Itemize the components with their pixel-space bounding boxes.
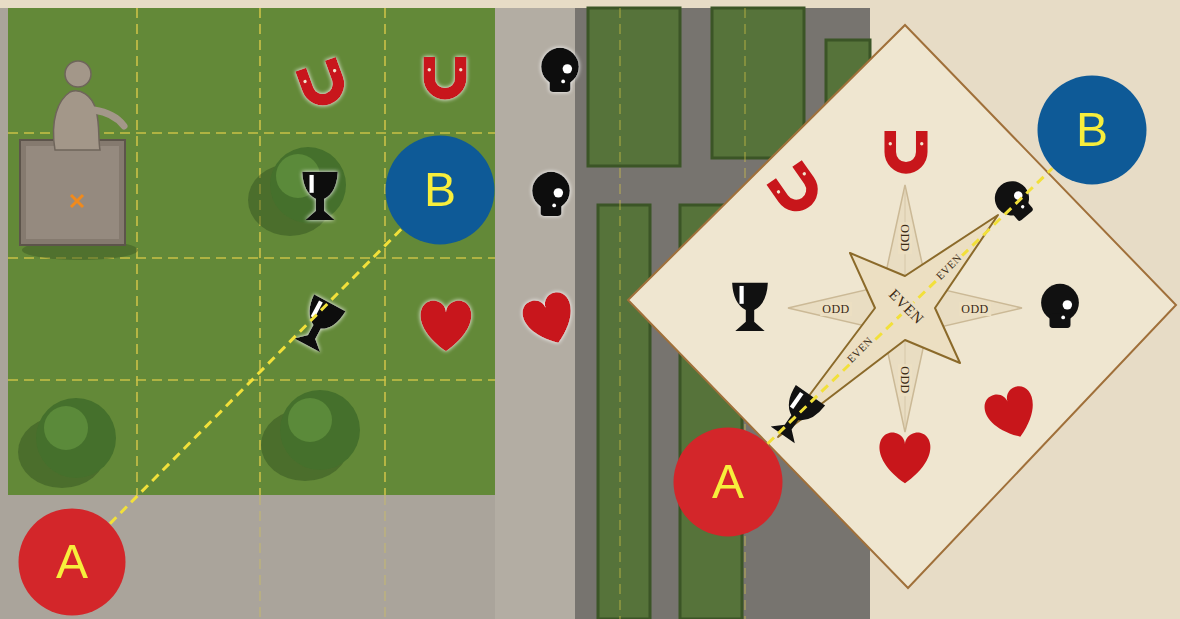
grid-line xyxy=(384,495,386,619)
cross-mark xyxy=(71,195,83,207)
sight-line xyxy=(768,168,1053,444)
star-label: ODD xyxy=(898,364,912,396)
map-symbols xyxy=(291,48,581,354)
sight-line xyxy=(110,229,401,524)
hedge xyxy=(598,205,650,619)
heart-symbol xyxy=(421,301,472,352)
heart-symbol xyxy=(880,433,931,484)
board-diamond xyxy=(628,25,1176,588)
grid-line xyxy=(619,8,621,619)
grid-line xyxy=(259,8,261,495)
star-label: ODD xyxy=(959,302,991,316)
pedestal-top xyxy=(26,146,119,239)
lawn-shade xyxy=(8,8,495,495)
bush xyxy=(280,390,360,470)
board-symbols xyxy=(732,131,1079,483)
goblet-symbol xyxy=(302,172,338,220)
heart-symbol xyxy=(981,383,1043,445)
marker-disc xyxy=(386,136,495,245)
marker-disc xyxy=(19,509,126,616)
bushes xyxy=(18,147,360,488)
statue-head xyxy=(65,61,91,87)
marker-disc xyxy=(674,428,783,537)
horseshoe-symbol xyxy=(428,57,463,94)
goblet-symbol xyxy=(732,283,768,331)
grid-line xyxy=(259,495,261,619)
heart-symbol xyxy=(519,289,581,351)
skull-symbol xyxy=(988,174,1040,227)
marker-disc xyxy=(1038,76,1147,185)
marker-letter: A xyxy=(712,458,744,506)
pedestal xyxy=(20,140,125,245)
lawn xyxy=(8,8,495,495)
goblet-symbol xyxy=(768,385,825,445)
goblet-symbol xyxy=(291,294,345,353)
horseshoe-symbol xyxy=(889,131,924,168)
bush xyxy=(270,147,346,223)
skull-symbol xyxy=(541,48,579,92)
statue xyxy=(20,61,138,260)
statue-arm xyxy=(94,110,124,126)
hedge xyxy=(712,8,804,158)
bush-highlight xyxy=(288,398,332,442)
player-marker: A xyxy=(673,427,783,537)
hedge xyxy=(588,8,680,166)
grid-line xyxy=(384,8,386,495)
bush xyxy=(36,398,116,478)
player-marker: A xyxy=(18,508,126,616)
horseshoe-symbol xyxy=(299,58,344,104)
marker-letter: B xyxy=(424,166,456,214)
horseshoe-symbol xyxy=(770,163,820,213)
player-marker: B xyxy=(385,135,495,245)
player-marker: B xyxy=(1037,75,1147,185)
star-label: ODD xyxy=(898,222,912,254)
skull-symbol xyxy=(1041,284,1079,328)
marker-letter: B xyxy=(1076,106,1108,154)
statue-body xyxy=(53,91,100,150)
grid-lines xyxy=(8,8,745,619)
bush-highlight xyxy=(44,406,88,450)
star-label: ODD xyxy=(820,302,852,316)
marker-letter: A xyxy=(56,538,88,586)
skull-symbol xyxy=(532,172,570,216)
